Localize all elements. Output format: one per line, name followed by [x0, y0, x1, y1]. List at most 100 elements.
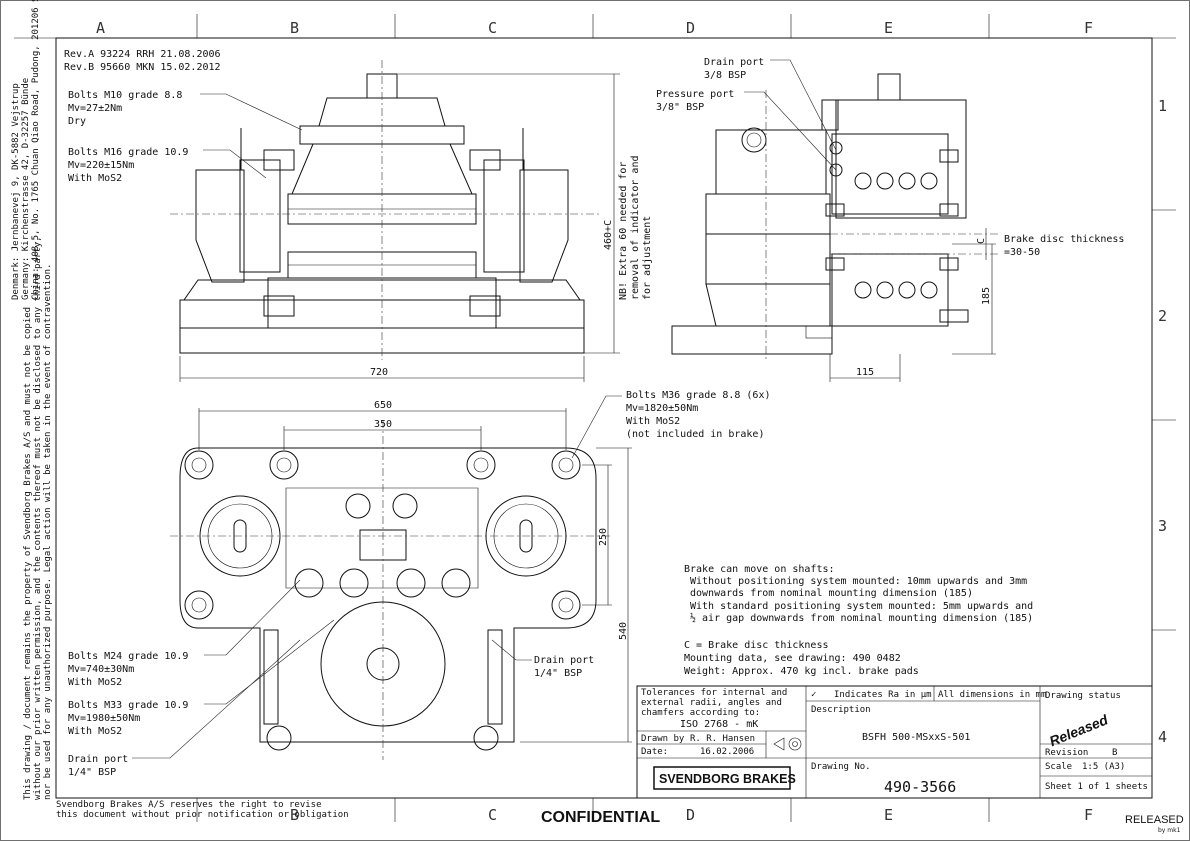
svg-text:for adjustment: for adjustment	[642, 216, 653, 300]
svg-text:NB! Extra 60 needed for: NB! Extra 60 needed for	[618, 162, 629, 300]
svg-text:Bolts M10 grade 8.8: Bolts M10 grade 8.8	[68, 90, 182, 101]
svg-text:720: 720	[370, 367, 388, 378]
drawing-number: 490-3566	[884, 778, 956, 796]
row-label: 4	[1158, 728, 1167, 746]
svg-text:Mv=740±30Nm: Mv=740±30Nm	[68, 664, 134, 675]
svg-text:=30-50: =30-50	[1004, 247, 1040, 258]
col-label: C	[488, 19, 497, 37]
col-label: D	[686, 19, 695, 37]
svg-text:3/8" BSP: 3/8" BSP	[656, 102, 704, 113]
side-view	[671, 73, 1000, 360]
svg-text:Indicates Ra in µm: Indicates Ra in µm	[834, 690, 932, 700]
svg-text:Bolts M16 grade 10.9: Bolts M16 grade 10.9	[68, 147, 188, 158]
checkmark-icon: ✓	[811, 690, 816, 700]
svg-text:This drawing / document remain: This drawing / document remains the prop…	[23, 307, 33, 800]
svg-text:With MoS2: With MoS2	[68, 677, 122, 688]
released-by: by mk1	[1158, 827, 1181, 834]
svg-text:3/8 BSP: 3/8 BSP	[704, 70, 746, 81]
dim-185: 185	[952, 243, 996, 355]
row-label: 1	[1158, 97, 1167, 115]
svg-text:without our prior written perm: without our prior written permission, an…	[33, 236, 43, 800]
svg-text:1/4" BSP: 1/4" BSP	[534, 668, 582, 679]
note-pressure-port: Pressure port 3/8" BSP	[656, 89, 734, 113]
reserves-note: Svendborg Brakes A/S reserves the right …	[56, 800, 349, 820]
svg-text:this document without prior no: this document without prior notification…	[56, 810, 349, 820]
svg-text:All dimensions in mm: All dimensions in mm	[938, 690, 1046, 700]
plan-view	[170, 420, 610, 760]
svg-text:external radii, angles and: external radii, angles and	[641, 698, 782, 708]
svg-text:Weight: Approx. 470 kg incl. b: Weight: Approx. 470 kg incl. brake pads	[684, 666, 919, 677]
front-view	[170, 60, 600, 360]
svg-text:Brake disc thickness: Brake disc thickness	[1004, 234, 1124, 245]
svg-text:Mv=1980±50Nm: Mv=1980±50Nm	[68, 713, 140, 724]
grid-ticks	[14, 14, 1176, 822]
svg-text:With MoS2: With MoS2	[626, 416, 680, 427]
svg-text:Date:: Date:	[641, 747, 668, 757]
note-bolts-m36: Bolts M36 grade 8.8 (6x) Mv=1820±50Nm Wi…	[626, 390, 771, 440]
note-movement: Brake can move on shafts: Without positi…	[684, 564, 1033, 624]
confidential-label: CONFIDENTIAL	[541, 809, 660, 826]
description: BSFH 500-MSxxS-501	[862, 732, 970, 743]
svg-text:B: B	[1112, 748, 1117, 758]
svg-text:1:5 (A3): 1:5 (A3)	[1082, 762, 1125, 772]
svg-text:250: 250	[598, 528, 609, 546]
svg-text:Sheet 1 of 1 sheets: Sheet 1 of 1 sheets	[1045, 782, 1148, 792]
svg-text:1/4" BSP: 1/4" BSP	[68, 767, 116, 778]
grid-labels: A B C D E F B C D E F 1 2 3 4	[96, 19, 1167, 824]
note-bolts-m24: Bolts M24 grade 10.9 Mv=740±30Nm With Mo…	[68, 651, 188, 688]
svg-text:R. R. Hansen: R. R. Hansen	[690, 734, 755, 744]
svg-text:16.02.2006: 16.02.2006	[700, 747, 754, 757]
col-label: A	[96, 19, 105, 37]
dim-460c: 460+C	[398, 73, 620, 354]
svg-text:Drawn by: Drawn by	[641, 734, 685, 744]
released-label: RELEASED	[1125, 814, 1184, 826]
svg-text:Scale: Scale	[1045, 762, 1072, 772]
svg-text:With standard positioning syst: With standard positioning system mounted…	[690, 601, 1033, 612]
svg-text:Mv=27±2Nm: Mv=27±2Nm	[68, 103, 122, 114]
dim-650: 650	[198, 400, 567, 450]
revision-a: Rev.A 93224 RRH 21.08.2006	[64, 49, 221, 60]
svg-text:460+C: 460+C	[603, 220, 614, 250]
svg-text:650: 650	[374, 400, 392, 411]
released-stamp: Released	[1047, 711, 1110, 749]
note-bolts-m10: Bolts M10 grade 8.8 Mv=27±2Nm Dry	[68, 90, 182, 127]
row-label: 3	[1158, 517, 1167, 535]
note-brake-disc: Brake disc thickness =30-50	[1004, 234, 1124, 258]
title-block-text: Tolerances for internal and external rad…	[641, 688, 1148, 796]
svg-text:SVENDBORG BRAKES: SVENDBORG BRAKES	[659, 772, 796, 786]
dim-720: 720	[179, 356, 585, 382]
svg-text:With MoS2: With MoS2	[68, 173, 122, 184]
col-label: B	[290, 806, 299, 824]
svg-text:Description: Description	[811, 705, 871, 715]
copyright-notice: This drawing / document remains the prop…	[23, 236, 53, 800]
col-label: E	[884, 19, 893, 37]
note-data: C = Brake disc thickness Mounting data, …	[684, 640, 919, 677]
revision-b: Rev.B 95660 MKN 15.02.2012	[64, 62, 221, 73]
note-drain-port-top: Drain port 3/8 BSP	[704, 57, 764, 81]
svg-text:Brake can move on shafts:: Brake can move on shafts:	[684, 564, 835, 575]
svg-text:removal of indicator and: removal of indicator and	[630, 156, 641, 301]
col-label: F	[1084, 806, 1093, 824]
svg-text:Revision: Revision	[1045, 748, 1088, 758]
drawing-border	[55, 37, 1153, 799]
svg-text:Drawing No.: Drawing No.	[811, 762, 871, 772]
nb-note: NB! Extra 60 needed for removal of indic…	[618, 156, 653, 301]
svg-text:China: 408-5, No. 1765 Chuan Q: China: 408-5, No. 1765 Chuan Qiao Road, …	[31, 0, 41, 300]
col-label: D	[686, 806, 695, 824]
svg-text:Germany: Kirchenstrasse 42, D-: Germany: Kirchenstrasse 42, D-32257 Bünd…	[21, 78, 31, 300]
svg-text:Without positioning system mou: Without positioning system mounted: 10mm…	[690, 576, 1027, 587]
projection-symbol-icon	[773, 737, 802, 751]
svg-text:(not included in brake): (not included in brake)	[626, 429, 764, 440]
svg-text:Mv=220±15Nm: Mv=220±15Nm	[68, 160, 134, 171]
iso-standard: ISO 2768 - mK	[680, 719, 758, 730]
svg-text:Drain port: Drain port	[534, 655, 594, 666]
svg-text:Tolerances for internal and: Tolerances for internal and	[641, 688, 787, 698]
bolt-holes	[184, 450, 581, 620]
title-block	[636, 685, 1153, 799]
svg-text:C = Brake disc thickness: C = Brake disc thickness	[684, 640, 829, 651]
col-label: F	[1084, 19, 1093, 37]
svg-text:With MoS2: With MoS2	[68, 726, 122, 737]
svg-text:C: C	[976, 238, 987, 244]
svg-text:Svendborg Brakes A/S reserves: Svendborg Brakes A/S reserves the right …	[56, 800, 322, 810]
